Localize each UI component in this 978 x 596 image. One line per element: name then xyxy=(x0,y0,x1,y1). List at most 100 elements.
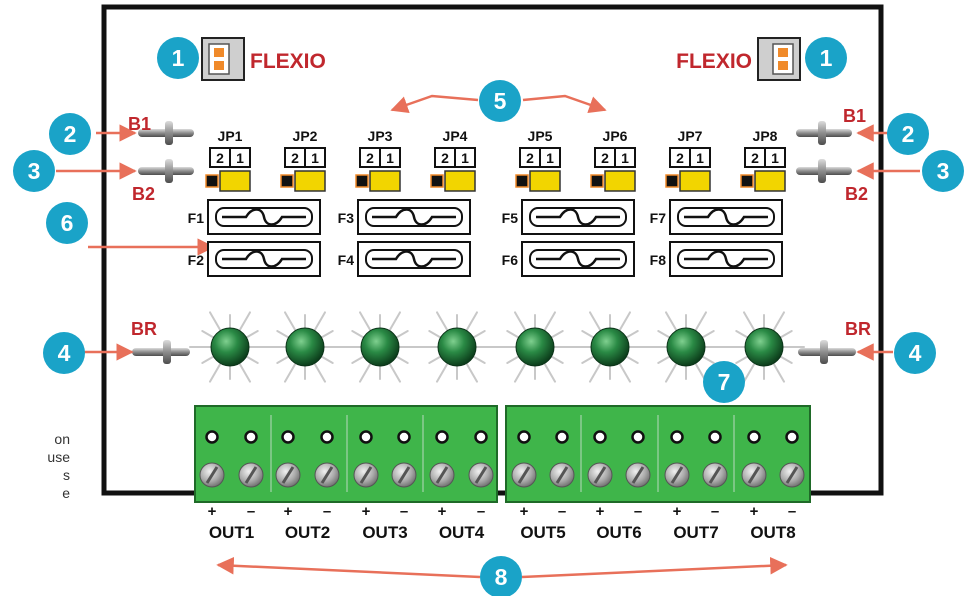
fuse-label: F4 xyxy=(338,252,355,268)
fuse-label: F6 xyxy=(502,252,519,268)
jumper-cap xyxy=(294,170,326,192)
flexio-label-right: FLEXIO xyxy=(676,50,752,73)
output-label: OUT6 xyxy=(596,523,641,542)
polarity-minus: – xyxy=(711,503,719,520)
jumper-cap xyxy=(529,170,561,192)
jumper-pin-label: 2 xyxy=(441,150,449,166)
output-3: + – OUT3 xyxy=(362,503,409,542)
output-label: OUT8 xyxy=(750,523,795,542)
svg-text:6: 6 xyxy=(61,210,74,236)
polarity-minus: – xyxy=(247,503,255,520)
bus-label-br-left: BR xyxy=(131,319,157,339)
polarity-plus: + xyxy=(750,503,759,520)
bus-label-b2-right: B2 xyxy=(845,184,868,204)
polarity-plus: + xyxy=(362,503,371,520)
jumper-label: JP4 xyxy=(443,128,468,144)
bus-pin-b2-left xyxy=(138,159,194,183)
output-1: +–OUT1 xyxy=(208,503,256,542)
jumper-label: JP5 xyxy=(528,128,553,144)
svg-text:4: 4 xyxy=(58,340,71,366)
jumper-pin-label: 1 xyxy=(546,150,554,166)
terminal-10 xyxy=(549,430,575,488)
output-8: + – OUT8 xyxy=(750,503,797,542)
jumper-cap xyxy=(219,170,251,192)
callout-4-left: 4 xyxy=(43,332,85,374)
flexio-connector-left xyxy=(201,37,245,81)
jumper-pin-label: 1 xyxy=(621,150,629,166)
jumper-cap xyxy=(444,170,476,192)
polarity-minus: – xyxy=(477,503,485,520)
terminal-12 xyxy=(625,430,651,488)
jumper-cap xyxy=(679,170,711,192)
output-label: OUT3 xyxy=(362,523,407,542)
terminal-5 xyxy=(353,430,379,488)
polarity-plus: + xyxy=(596,503,605,520)
output-label: OUT2 xyxy=(285,523,330,542)
polarity-plus: + xyxy=(438,503,447,520)
terminal-15 xyxy=(741,430,767,488)
fuse-f8: F8 xyxy=(650,241,783,277)
jumper-pin-label: 2 xyxy=(676,150,684,166)
svg-text:1: 1 xyxy=(820,45,833,71)
fuse-f2: F2 xyxy=(188,241,321,277)
polarity-minus: – xyxy=(788,503,796,520)
terminal-8 xyxy=(468,430,494,488)
callout-6: 6 xyxy=(46,202,88,244)
bus-pin-br-right xyxy=(798,340,856,364)
fuse-label: F5 xyxy=(502,210,519,226)
callout-1-left: 1 xyxy=(157,37,199,79)
led-2 xyxy=(264,311,346,383)
output-4: +–OUT4 xyxy=(438,503,486,542)
fuse-label: F7 xyxy=(650,210,667,226)
fuse-f4: F4 xyxy=(338,241,471,277)
jumper-label: JP6 xyxy=(603,128,628,144)
output-6: +–OUT6 xyxy=(596,503,643,542)
callout-5: 5 xyxy=(479,80,521,122)
fuse-label: F3 xyxy=(338,210,355,226)
output-7: +–OUT7 xyxy=(673,503,720,542)
terminal-13 xyxy=(664,430,690,488)
callout-2-right: 2 xyxy=(887,113,929,155)
jumper-cap xyxy=(754,170,786,192)
svg-text:3: 3 xyxy=(28,158,41,184)
led-7 xyxy=(645,311,727,383)
terminal-11 xyxy=(587,430,613,488)
jumper-label: JP3 xyxy=(368,128,393,144)
polarity-minus: – xyxy=(323,503,331,520)
fuse-f7: F7 xyxy=(650,199,783,235)
fuse-label: F8 xyxy=(650,252,667,268)
polarity-plus: + xyxy=(673,503,682,520)
jumper-cap xyxy=(604,170,636,192)
output-label: OUT1 xyxy=(209,523,254,542)
terminal-14 xyxy=(702,430,728,488)
led-1 xyxy=(189,311,271,383)
jumper-pin-label: 1 xyxy=(461,150,469,166)
terminal-7 xyxy=(429,430,455,488)
jumper-label: JP1 xyxy=(218,128,243,144)
jumper-pin-label: 2 xyxy=(601,150,609,166)
fuse-label: F1 xyxy=(188,210,205,226)
jumper-label: JP2 xyxy=(293,128,318,144)
bus-pin-br-left xyxy=(132,340,190,364)
fuse-label: F2 xyxy=(188,252,205,268)
side-text-line: on xyxy=(54,431,70,447)
jumper-label: JP8 xyxy=(753,128,778,144)
polarity-minus: – xyxy=(400,503,408,520)
jumper-pin-label: 2 xyxy=(751,150,759,166)
terminal-4 xyxy=(314,430,340,488)
jumper-pin-label: 1 xyxy=(696,150,704,166)
bus-pin-b2-right xyxy=(796,159,852,183)
flexio-label-left: FLEXIO xyxy=(250,50,326,73)
jumper-pin xyxy=(665,174,679,188)
led-8 xyxy=(723,311,805,383)
jumper-pin xyxy=(430,174,444,188)
